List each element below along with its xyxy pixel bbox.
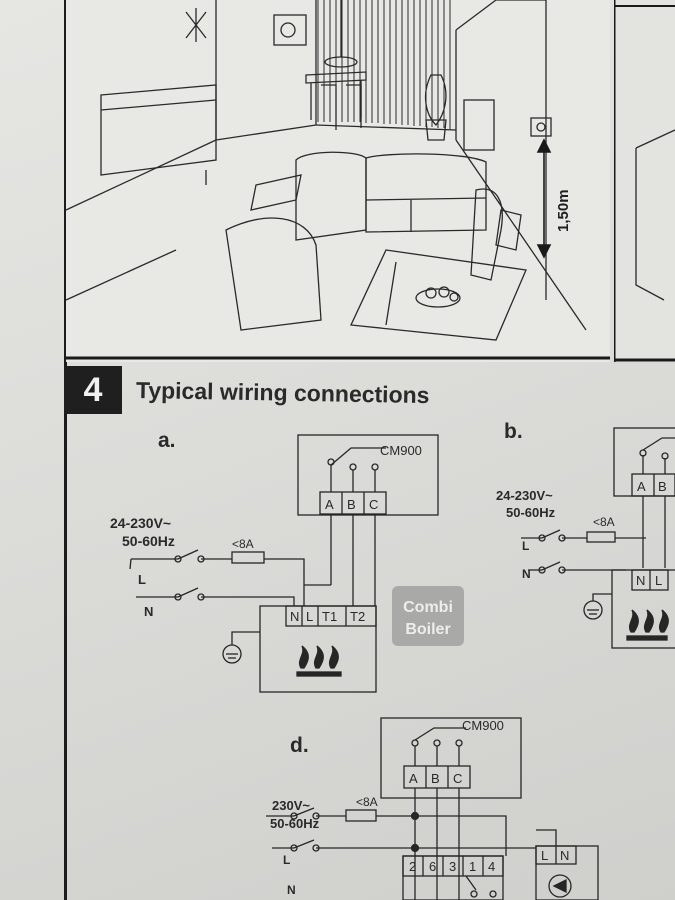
diagram-b-fuse: <8A [593, 515, 615, 529]
combi-boiler-label-line2: Boiler [405, 621, 450, 638]
room-illustration: 1,50m [66, 0, 610, 362]
combi-boiler-tag [392, 586, 464, 646]
diagram-d-terminal-a: A [409, 771, 418, 786]
section-title: Typical wiring connections [135, 377, 430, 409]
diagram-d-supply-freq: 50-60Hz [270, 816, 320, 831]
diagram-a-label: a. [158, 429, 176, 452]
adjacent-illustration [614, 0, 675, 362]
diagram-b-terminal-b: B [658, 479, 667, 494]
diagram-d-relay-terminal-4: 4 [488, 859, 495, 874]
diagram-b-boiler-terminal-l: L [655, 573, 662, 588]
diagram-d-line-label: L [283, 853, 290, 867]
diagram-b-supply-voltage: 24-230V~ [496, 488, 553, 503]
diagram-a-terminal-a: A [325, 497, 334, 512]
page-margin-line [64, 0, 67, 900]
diagram-a-terminal-b: B [347, 497, 356, 512]
section-number-badge: 4 [64, 366, 122, 414]
diagram-a-boiler-terminal-l: L [306, 609, 313, 624]
diagram-b-supply-freq: 50-60Hz [506, 505, 556, 520]
diagram-d-relay-terminal-3: 3 [449, 859, 456, 874]
diagram-a-supply-voltage: 24-230V~ [110, 515, 171, 531]
diagram-d-neutral-label: N [287, 883, 296, 897]
diagram-b-terminal-a: A [637, 479, 646, 494]
diagram-a-fuse: <8A [232, 537, 254, 551]
diagram-d-relay-terminal-1: 1 [469, 859, 476, 874]
diagram-a-terminal-c: C [369, 497, 378, 512]
diagram-a-boiler-terminal-t1: T1 [322, 609, 337, 624]
diagram-a-neutral-label: N [144, 604, 153, 619]
diagram-a-device-name: CM900 [380, 443, 422, 458]
diagram-a-supply-freq: 50-60Hz [122, 533, 175, 549]
diagram-d-relay-terminal-2: 2 [409, 859, 416, 874]
diagram-d-relay-terminal-6: 6 [429, 859, 436, 874]
diagram-a-boiler-terminal-n: N [290, 609, 299, 624]
diagram-a-line-label: L [138, 572, 146, 587]
diagram-b-label: b. [504, 420, 523, 443]
diagram-b-line-label: L [522, 539, 529, 553]
diagram-b-neutral-label: N [522, 567, 531, 581]
diagram-b-boiler-terminal-n: N [636, 573, 645, 588]
diagram-d-label: d. [290, 734, 309, 757]
diagram-a-boiler-terminal-t2: T2 [350, 609, 365, 624]
diagram-d-pump-terminal-l: L [541, 848, 548, 863]
diagram-d-terminal-c: C [453, 771, 462, 786]
height-marker-label: 1,50m [555, 189, 572, 232]
wiring-diagrams: a. CM900 A B C 24-230V~ 50-60Hz <8A L N … [110, 420, 675, 900]
combi-boiler-label-line1: Combi [403, 599, 453, 616]
diagram-d-device-name: CM900 [462, 718, 504, 733]
diagram-d-supply-voltage: 230V~ [272, 798, 310, 813]
diagram-d-terminal-b: B [431, 771, 440, 786]
diagram-d-fuse: <8A [356, 795, 378, 809]
diagram-d-pump-terminal-n: N [560, 848, 569, 863]
